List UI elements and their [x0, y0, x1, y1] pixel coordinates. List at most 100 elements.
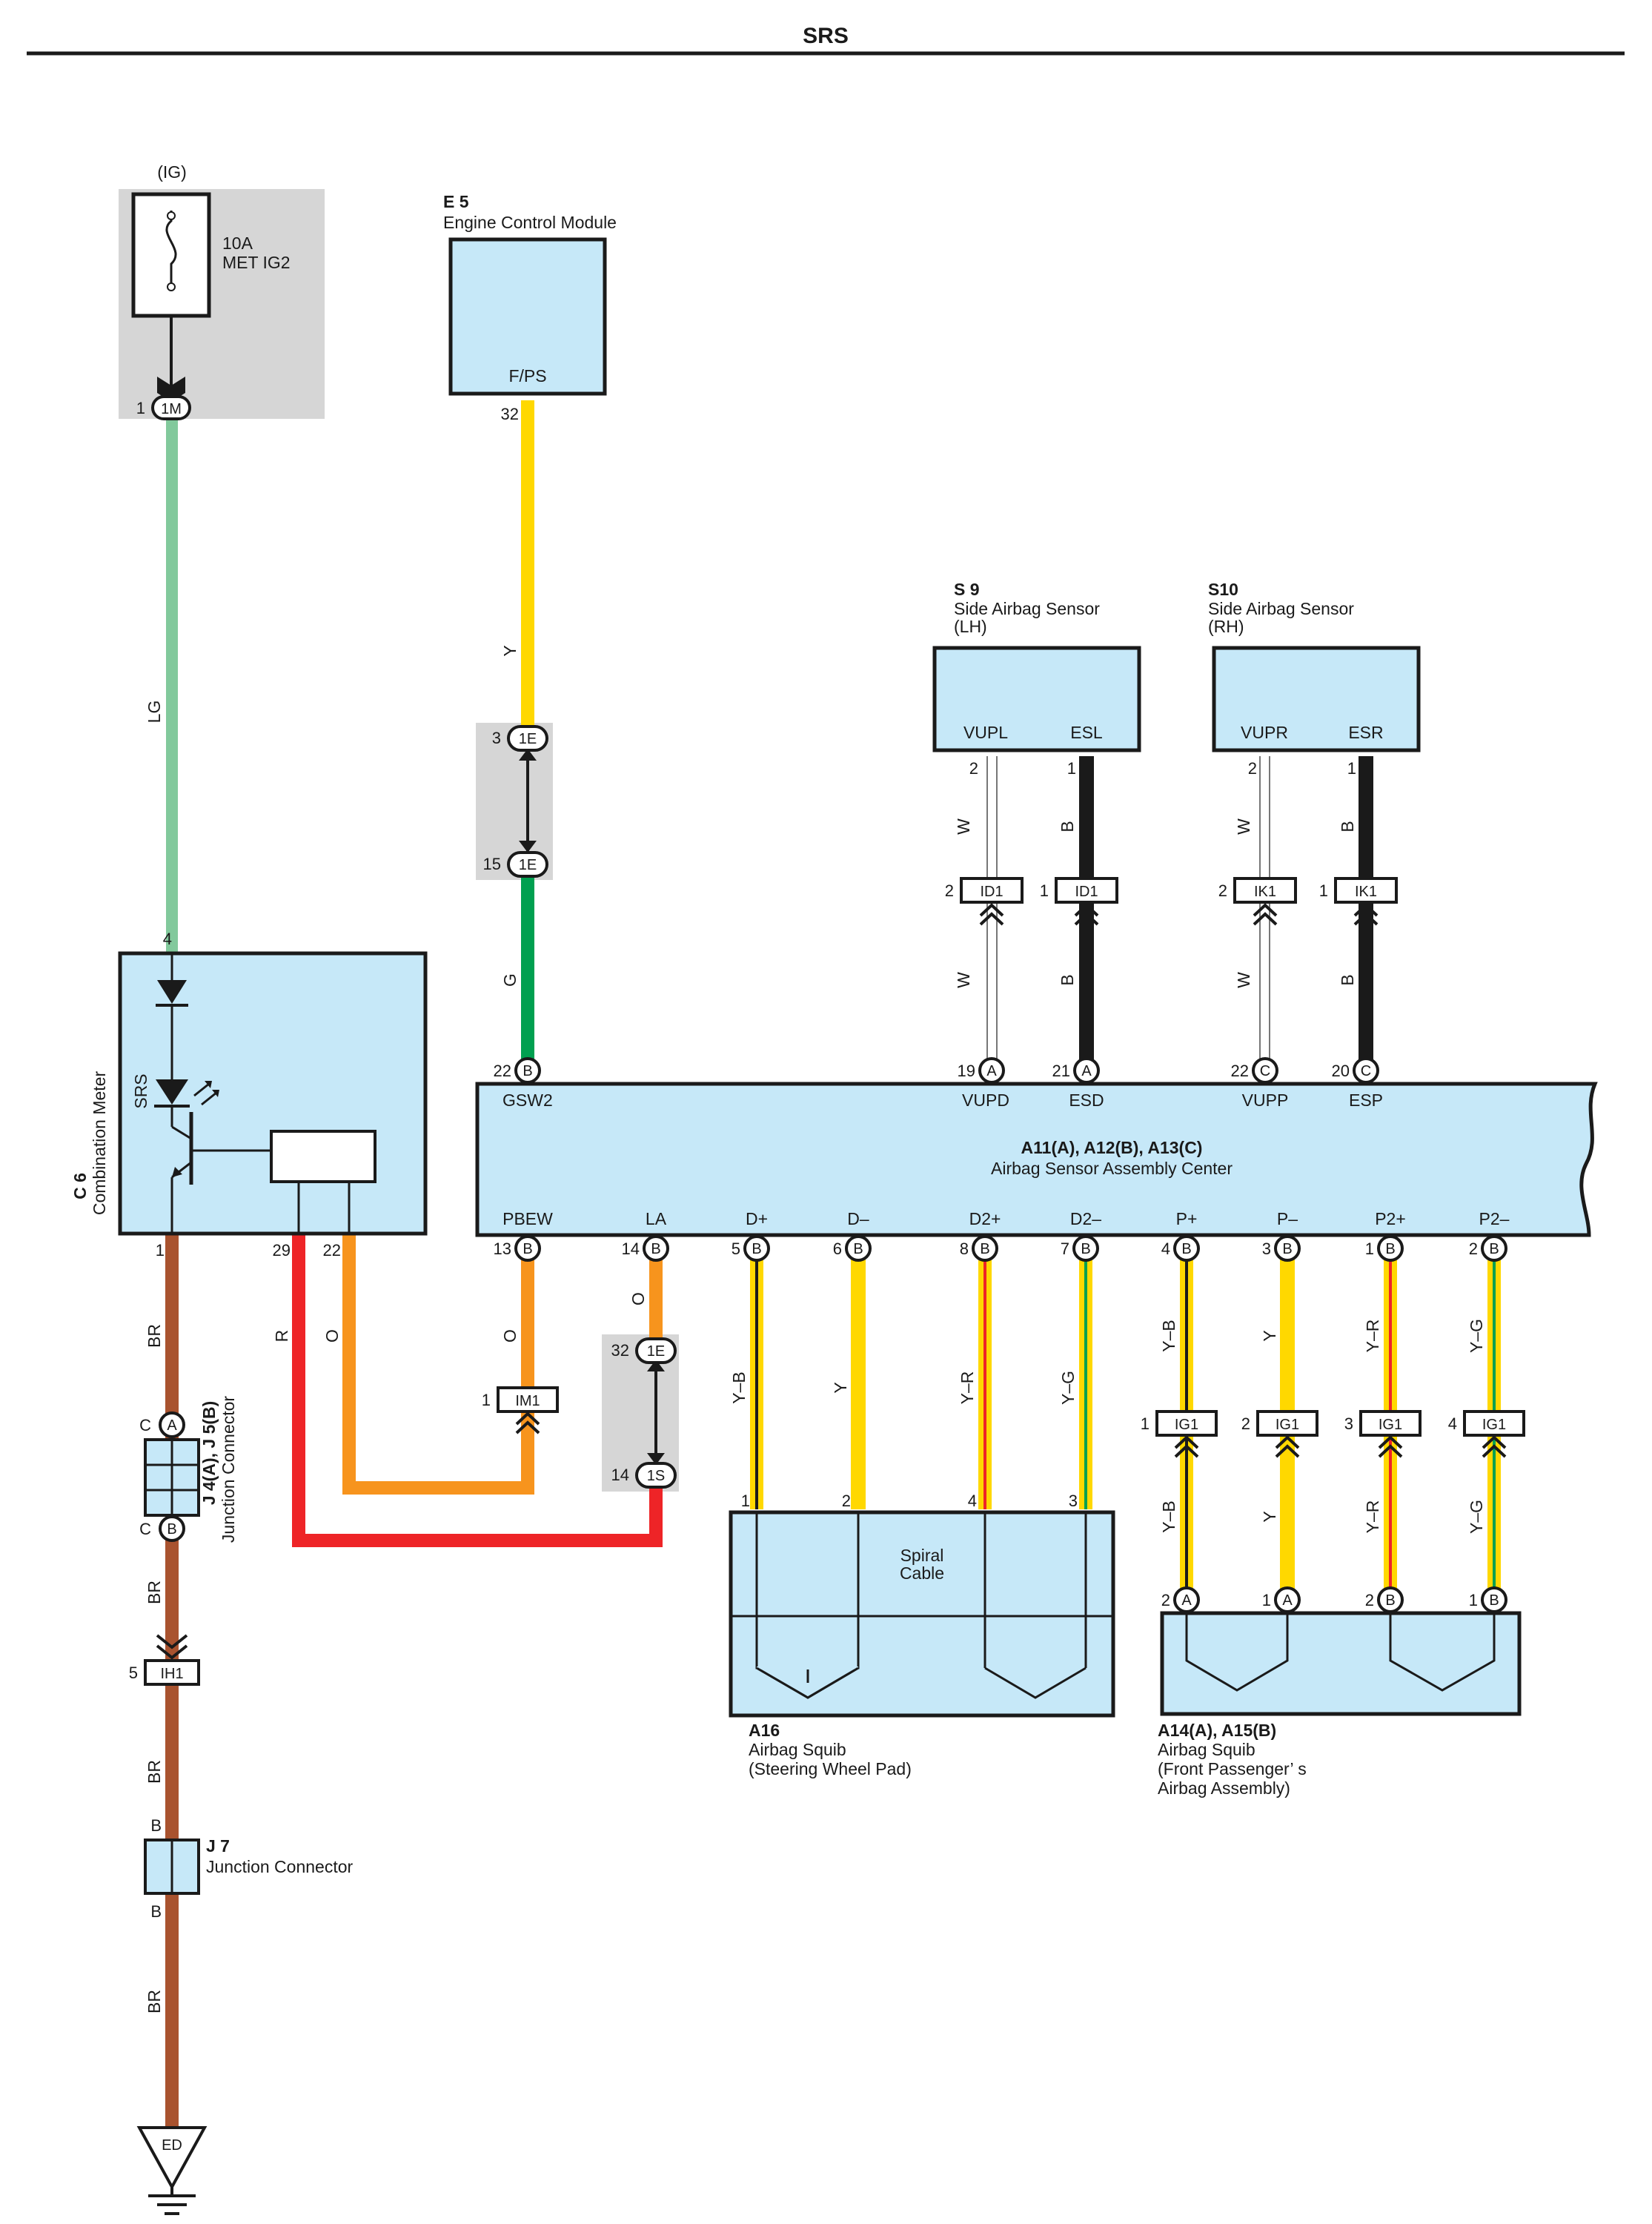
meter-pin-r: 29: [273, 1241, 291, 1260]
j4-bottom-pin: C: [139, 1520, 151, 1538]
a16-code: A16: [749, 1721, 780, 1740]
sensor-lh-wire2-upper: B: [1058, 821, 1077, 832]
transistor-collector: [171, 1125, 192, 1140]
sensor-rh-wire2-upper: B: [1338, 821, 1357, 832]
junction-arrows-la: [647, 1360, 665, 1465]
conn-ig1-code: IG1: [1482, 1417, 1506, 1433]
a15-conn-letter: B: [1489, 1592, 1499, 1609]
wire-o-label-la: O: [628, 1292, 648, 1305]
squib-icon: [1185, 1613, 1289, 1692]
center-top-conn-letter: C: [1260, 1063, 1270, 1079]
wire-lg: [166, 415, 178, 953]
conn-ik1-a: [1233, 877, 1297, 904]
chevron-down-icon: [156, 1634, 188, 1660]
center-top-conn-letter: A: [986, 1063, 997, 1079]
conn-id1-b-code: ID1: [1075, 884, 1098, 900]
a14-name: Airbag Squib: [1158, 1740, 1255, 1759]
spiral-pin: 1: [741, 1492, 750, 1510]
conn-ik1-a-code: IK1: [1254, 884, 1276, 900]
center-bottom-pin: 7: [1061, 1240, 1069, 1258]
conn-id1-b-pin: 1: [1040, 881, 1049, 900]
wire-g: [521, 875, 534, 1066]
a14-box: [1160, 1611, 1522, 1716]
center-bottom-label: D–: [847, 1209, 869, 1228]
conn-ig1-code: IG1: [1379, 1417, 1402, 1433]
sensor-rh-wire1-lower: W: [1234, 972, 1253, 988]
ecm-box: [448, 237, 607, 396]
sensor-lh-term1: VUPL: [963, 723, 1008, 742]
center-top-pin: 22: [1231, 1062, 1249, 1080]
center-top-conn-esd: [1073, 1057, 1100, 1084]
fuse-name: MET IG2: [222, 253, 291, 272]
wire-p2plus-label-upper: Y–R: [1363, 1320, 1382, 1353]
center-bottom-conn-letter: B: [1282, 1241, 1292, 1257]
led-icon: [156, 1079, 188, 1105]
wire-pminus-label-lower: Y: [1260, 1511, 1279, 1522]
conn-ig1-code: IG1: [1276, 1417, 1299, 1433]
center-bottom-pin: 13: [494, 1240, 511, 1258]
light-rays-icon: [193, 1082, 217, 1106]
center-top-pin: 21: [1052, 1062, 1070, 1080]
center-bottom-conn-pbew: [514, 1235, 541, 1262]
j4-top-pin: C: [139, 1416, 151, 1434]
diode-icon: [157, 980, 187, 1004]
a15-conn-letter: B: [1385, 1592, 1395, 1609]
conn-ik1-b-code: IK1: [1355, 884, 1377, 900]
wire-ecm-y: [521, 400, 534, 729]
center-top-pin: 19: [958, 1062, 975, 1080]
center-bottom-conn-letter: B: [1385, 1241, 1395, 1257]
center-code: A11(A), A12(B), A13(C): [1021, 1138, 1203, 1157]
j4-bottom-letter: B: [167, 1521, 176, 1538]
center-bottom-label: D2–: [1070, 1209, 1101, 1228]
center-bottom-label: LA: [646, 1209, 667, 1228]
conn-1e-bottom-code: 1E: [519, 857, 537, 873]
conn-id1-a-pin: 2: [945, 881, 954, 900]
j7-bottom-letter: B: [150, 1902, 162, 1921]
sensor-lh-code: S 9: [954, 580, 980, 599]
sensor-lh-pin2: 1: [1067, 759, 1076, 778]
wire-dplus-label: Y–B: [729, 1371, 749, 1403]
center-bottom-label: D+: [746, 1209, 768, 1228]
sensor-lh-wire1-upper: W: [954, 818, 973, 835]
center-bottom-label: P2–: [1479, 1209, 1510, 1228]
wire-br-label-1: BR: [145, 1324, 164, 1348]
conn-1m-code: 1M: [161, 401, 182, 417]
chevron-up-icon: [1253, 904, 1278, 926]
squib-icon: [1389, 1613, 1496, 1692]
wire-pbew-o: [521, 1253, 534, 1388]
a14-detail2: Airbag Assembly): [1158, 1778, 1290, 1798]
center-bottom-pin: 5: [732, 1240, 740, 1258]
center-top-conn-gsw2: [514, 1057, 541, 1084]
sensor-rh-term1: VUPR: [1241, 723, 1288, 742]
center-bottom-conn-p2plus: [1377, 1235, 1404, 1262]
sensor-rh-wire2-lower: B: [1338, 974, 1357, 985]
conn-1e-top-pin: 3: [492, 729, 501, 747]
wire-g-label: G: [500, 973, 520, 987]
center-top-conn-letter: B: [523, 1063, 532, 1079]
conn-ig1-2: [1256, 1410, 1318, 1437]
center-top-pin: 20: [1332, 1062, 1350, 1080]
conn-ih1-code: IH1: [160, 1666, 183, 1682]
chevron-up-icon: [979, 904, 1004, 926]
conn-1s: [635, 1462, 677, 1489]
conn-1e-top-code: 1E: [519, 731, 537, 747]
center-top-conn-vupd: [978, 1057, 1005, 1084]
junction-arrows-1e: [519, 749, 537, 853]
wire-d2minus-label: Y–G: [1058, 1371, 1078, 1405]
wire-dminus-label: Y: [831, 1382, 850, 1393]
spiral-name2: Cable: [900, 1563, 944, 1583]
ground-code: ED: [162, 2137, 182, 2154]
fuse-icon: [165, 211, 177, 285]
conn-1e-bottom-pin: 15: [483, 855, 501, 873]
center-bottom-conn-dplus: [743, 1235, 770, 1262]
fuse-rating: 10A: [222, 234, 253, 253]
conn-ig1-1: [1155, 1410, 1218, 1437]
center-bottom-label: PBEW: [502, 1209, 553, 1228]
conn-im1-code: IM1: [515, 1393, 540, 1409]
center-top-pin: 22: [494, 1062, 511, 1080]
wire-r-label: R: [272, 1330, 291, 1343]
sensor-rh-term2: ESR: [1348, 723, 1383, 742]
center-name: Airbag Sensor Assembly Center: [991, 1159, 1233, 1178]
center-bottom-conn-la: [643, 1235, 669, 1262]
center-bottom-pin: 1: [1365, 1240, 1374, 1258]
